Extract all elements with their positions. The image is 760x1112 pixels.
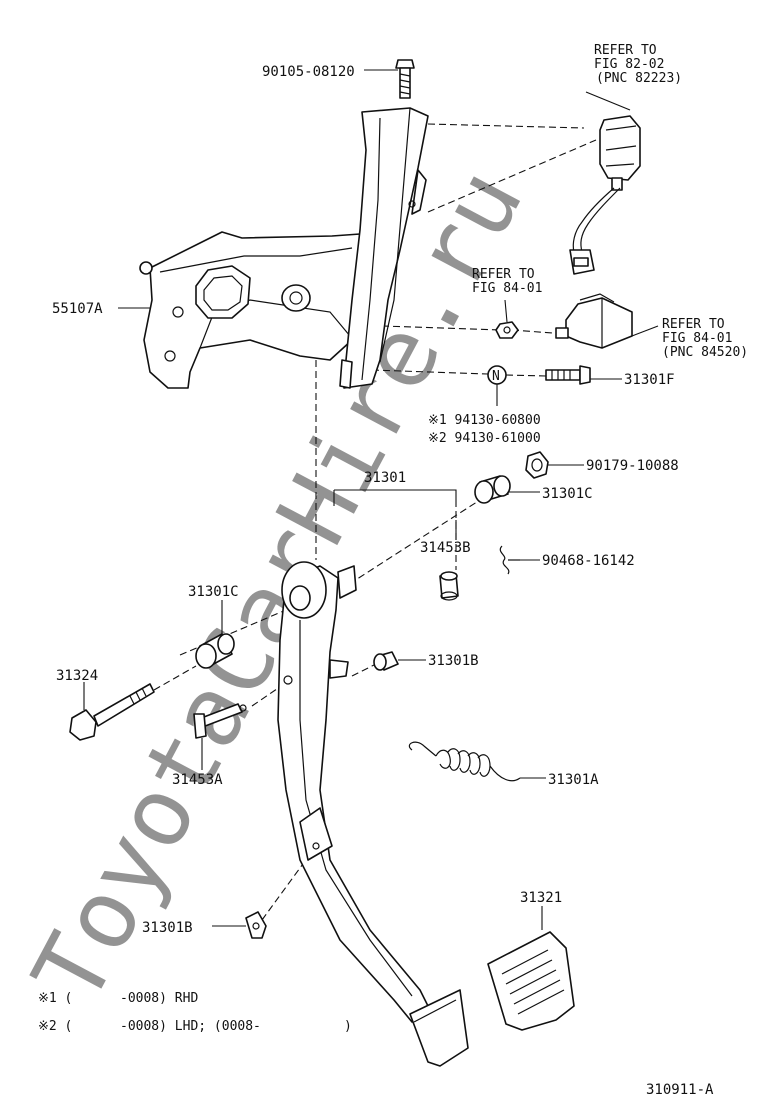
label-refer-84a-line2: FIG 84-01 bbox=[472, 281, 542, 296]
footnote-1-mark: ※1 ( bbox=[38, 991, 72, 1006]
figure-id: 310911-A bbox=[646, 1082, 714, 1098]
label-31301b-upper: 31301B bbox=[428, 653, 479, 669]
footnote-2-close: ) bbox=[344, 1019, 352, 1034]
bushing-31301c-right bbox=[474, 475, 511, 504]
label-90468-16142: 90468-16142 bbox=[542, 553, 635, 569]
footnote-2-mark: ※2 ( bbox=[38, 1019, 72, 1034]
label-refer-84a-line1: REFER TO bbox=[472, 267, 535, 282]
stop-lamp-switch-connector bbox=[569, 115, 641, 275]
bolt-90105-08120 bbox=[395, 59, 415, 99]
pedal-bracket bbox=[139, 107, 429, 389]
leader-lines bbox=[83, 69, 659, 930]
footnote-1-text: -0008) RHD bbox=[120, 991, 198, 1006]
label-31301b-lower: 31301B bbox=[142, 920, 193, 936]
label-90179-10088: 90179-10088 bbox=[586, 458, 679, 474]
stop-lamp-switch bbox=[555, 293, 633, 349]
bolt-31301f bbox=[545, 365, 591, 385]
pedal-pad-31321 bbox=[487, 931, 575, 1031]
part-labels: 90105-08120 REFER TO FIG 82-02 (PNC 8222… bbox=[38, 43, 748, 1098]
label-31321: 31321 bbox=[520, 890, 562, 906]
bushing-31301c-left bbox=[195, 633, 235, 669]
label-31301a: 31301A bbox=[548, 772, 599, 788]
label-note2-nut: ※2 94130-61000 bbox=[428, 431, 541, 446]
switch-nut bbox=[495, 321, 519, 339]
footnote-2-text: -0008) LHD; (0008- bbox=[120, 1019, 261, 1034]
label-90105-08120: 90105-08120 bbox=[262, 64, 355, 80]
label-refer-82-line3: (PNC 82223) bbox=[596, 71, 682, 86]
nut-90179-10088 bbox=[525, 451, 549, 479]
label-31324: 31324 bbox=[56, 668, 98, 684]
cushion-31453b bbox=[439, 571, 459, 601]
bolt-31324 bbox=[69, 683, 155, 741]
nut-marker-letter: N bbox=[492, 369, 500, 384]
label-31453a: 31453A bbox=[172, 772, 223, 788]
stopper-31301b-lower bbox=[245, 911, 267, 939]
label-31453b: 31453B bbox=[420, 540, 471, 556]
spring-31301a bbox=[408, 741, 521, 782]
label-31301c-left: 31301C bbox=[188, 584, 239, 600]
label-31301: 31301 bbox=[364, 470, 406, 486]
label-note1-nut: ※1 94130-60800 bbox=[428, 413, 541, 428]
clip-90468-16142 bbox=[499, 545, 520, 575]
label-refer-84b-line1: REFER TO bbox=[662, 317, 725, 332]
label-31301c-right: 31301C bbox=[542, 486, 593, 502]
brake-pedal-lever bbox=[277, 561, 469, 1067]
label-refer-82-line2: FIG 82-02 bbox=[594, 57, 664, 72]
label-31301f: 31301F bbox=[624, 372, 675, 388]
nut-n-marker: N bbox=[487, 365, 507, 385]
label-refer-82-line1: REFER TO bbox=[594, 43, 657, 58]
label-refer-84b-line3: (PNC 84520) bbox=[662, 345, 748, 360]
label-55107a: 55107A bbox=[52, 301, 103, 317]
label-refer-84b-line2: FIG 84-01 bbox=[662, 331, 732, 346]
stopper-31301b-upper bbox=[373, 651, 399, 671]
pin-31453a bbox=[193, 703, 247, 739]
